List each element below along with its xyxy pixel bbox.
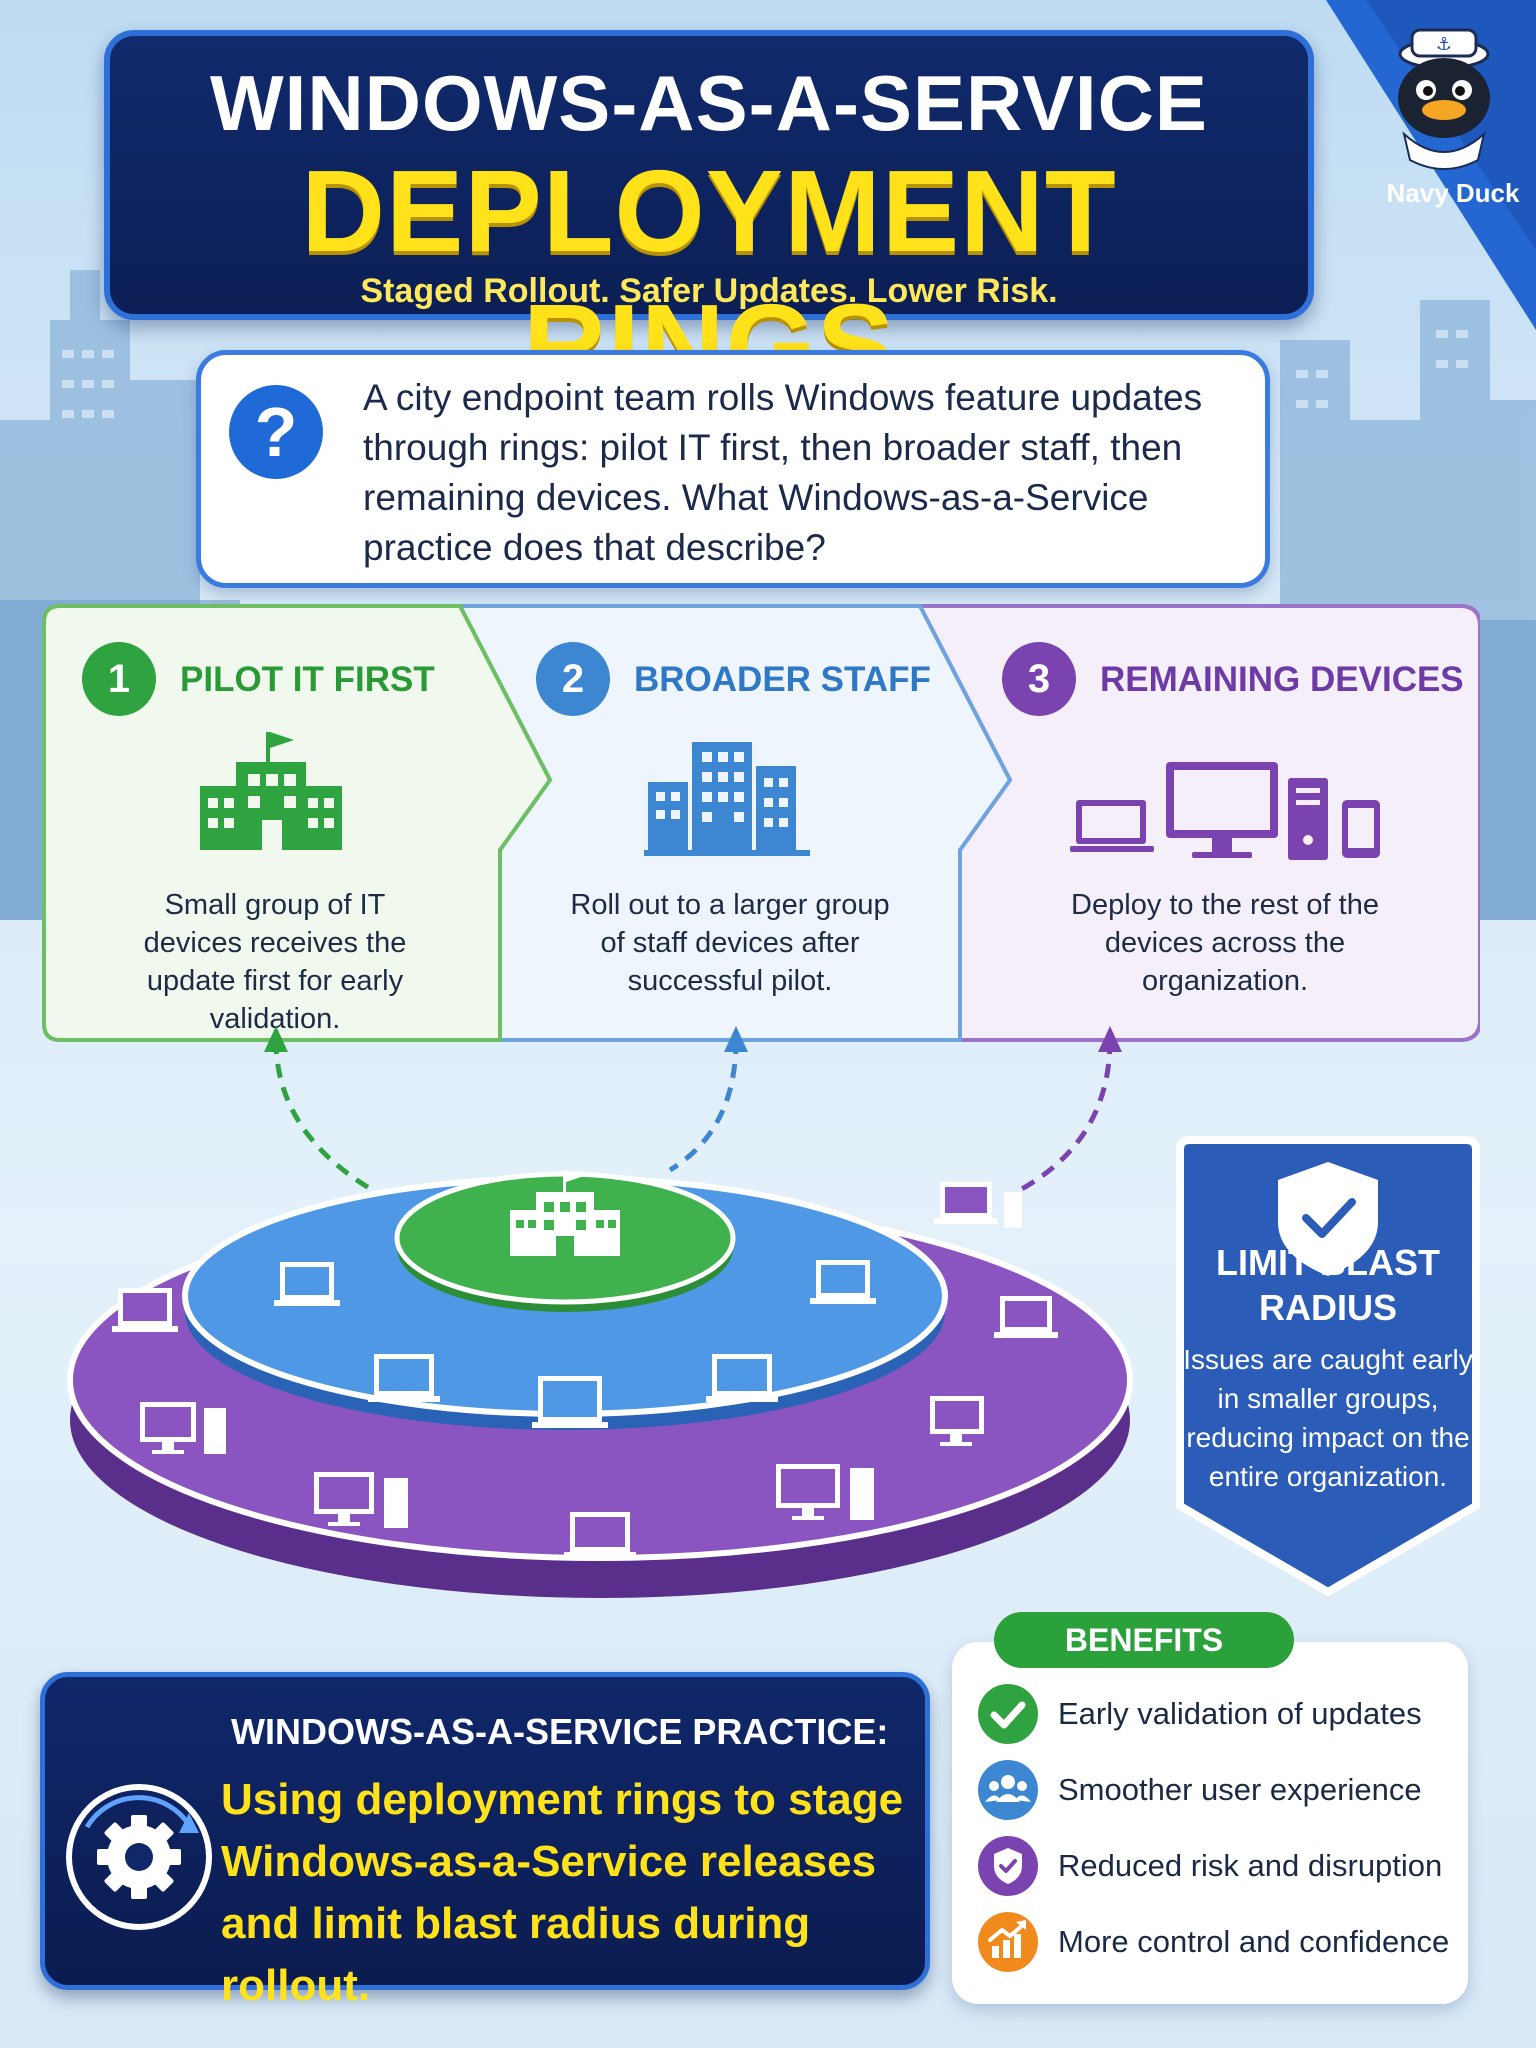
benefit-label: More control and confidence	[1058, 1924, 1450, 1959]
shield-icon	[978, 1836, 1038, 1896]
title-banner: WINDOWS-AS-A-SERVICE DEPLOYMENT RINGS St…	[104, 30, 1314, 410]
stage-2-description: Roll out to a larger group of staff devi…	[570, 889, 890, 997]
blast-radius-title: LIMIT BLAST RADIUS	[1216, 1242, 1440, 1328]
question-box: ? A city endpoint team rolls Windows fea…	[196, 350, 1270, 588]
benefit-label: Reduced risk and disruption	[1058, 1848, 1443, 1883]
stage-3-number: 3	[1002, 642, 1076, 716]
stage-3-title: REMAINING DEVICES	[1100, 660, 1464, 699]
stage-2-number: 2	[536, 642, 610, 716]
deployment-rings-diagram	[67, 1026, 1133, 1598]
users-icon	[978, 1760, 1038, 1820]
blast-radius-badge	[1176, 1136, 1480, 1597]
benefit-label: Early validation of updates	[1058, 1696, 1422, 1731]
shield-check-icon	[1278, 1162, 1378, 1276]
benefit-item: Early validation of updates	[976, 1682, 1456, 1746]
chart-up-icon	[978, 1912, 1038, 1972]
stage-2-title: BROADER STAFF	[634, 660, 931, 699]
benefit-item: More control and confidence	[976, 1910, 1456, 1974]
benefits-box	[952, 1642, 1468, 2004]
subtitle: Staged Rollout. Safer Updates. Lower Ris…	[360, 272, 1058, 310]
benefit-item: Reduced risk and disruption	[976, 1834, 1456, 1898]
devices-icon	[1070, 762, 1380, 860]
practice-answer-box: WINDOWS-AS-A-SERVICE PRACTICE: Using dep…	[40, 1672, 930, 2010]
benefits-heading: BENEFITS	[994, 1612, 1294, 1668]
svg-text:⚓: ⚓	[1436, 34, 1452, 55]
question-text: A city endpoint team rolls Windows featu…	[363, 377, 1203, 568]
gear-cycle-icon	[66, 1784, 212, 1930]
office-buildings-icon	[644, 742, 810, 856]
duck-mascot-icon: ⚓	[1326, 0, 1536, 330]
brand-name: Navy Duck	[1386, 178, 1520, 208]
purple-ring-devices	[112, 1182, 1058, 1558]
stage-1-title: PILOT IT FIRST	[180, 660, 435, 699]
stage-3-description: Deploy to the rest of the devices across…	[1071, 889, 1379, 997]
practice-heading: WINDOWS-AS-A-SERVICE PRACTICE:	[231, 1711, 889, 1752]
stage-1-number: 1	[82, 642, 156, 716]
benefit-item: Smoother user experience	[976, 1758, 1456, 1822]
check-circle-icon	[978, 1684, 1038, 1744]
building-flag-icon	[200, 732, 342, 850]
question-mark-icon: ?	[229, 385, 323, 479]
benefit-label: Smoother user experience	[1058, 1772, 1422, 1807]
title-line-1: WINDOWS-AS-A-SERVICE	[210, 59, 1208, 147]
practice-text: Using deployment rings to stage Windows-…	[221, 1775, 904, 2010]
deployment-stages: 1 PILOT IT FIRST Small group of IT devic…	[40, 600, 1480, 1046]
blue-ring-devices	[274, 1260, 876, 1428]
stage-1-description: Small group of IT devices receives the u…	[143, 889, 407, 1035]
blast-radius-text: Issues are caught early in smaller group…	[1183, 1344, 1473, 1492]
